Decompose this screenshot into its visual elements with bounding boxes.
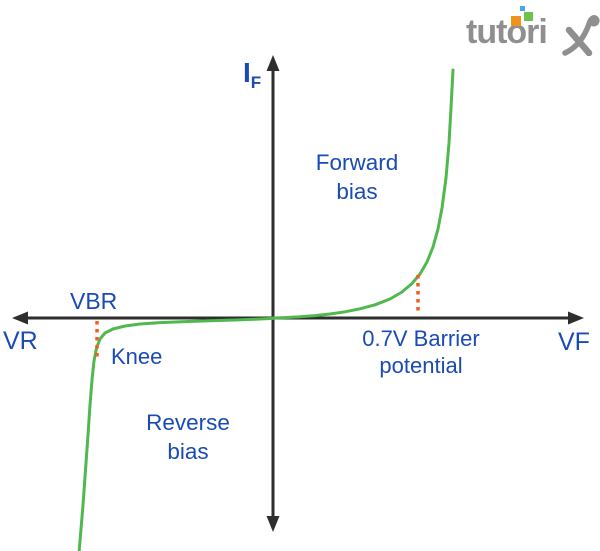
reverse-bias-label: Reverse bias [146,410,230,464]
current-symbol: I [243,57,251,88]
logo-text: tutori [466,13,548,51]
y-axis-label-if: IF [243,57,261,93]
y-axis-arrowhead-end [266,516,280,532]
logo-green-square-icon [524,12,533,21]
breakdown-voltage-label: VBR [70,288,118,314]
knee-label: Knee [111,344,163,369]
barrier-potential-label: 0.7V Barrier potential [362,326,480,378]
y-axis-arrowhead-start [266,55,280,71]
x-axis-label-vr: VR [3,327,38,355]
logo-x-glyph [562,15,600,56]
reverse-characteristic-curve [77,316,275,551]
forward-characteristic-curve [271,68,455,320]
logo-orange-square-icon [511,16,521,26]
current-subscript: F [250,73,262,92]
x-axis-arrowhead-end [568,311,584,325]
logo-blue-square-icon [520,6,525,11]
x-axis-arrowhead-start [12,311,28,325]
forward-bias-label: Forward bias [315,150,399,204]
x-axis-label-vf: VF [558,328,590,356]
tutorix-logo: tutori [466,6,600,56]
